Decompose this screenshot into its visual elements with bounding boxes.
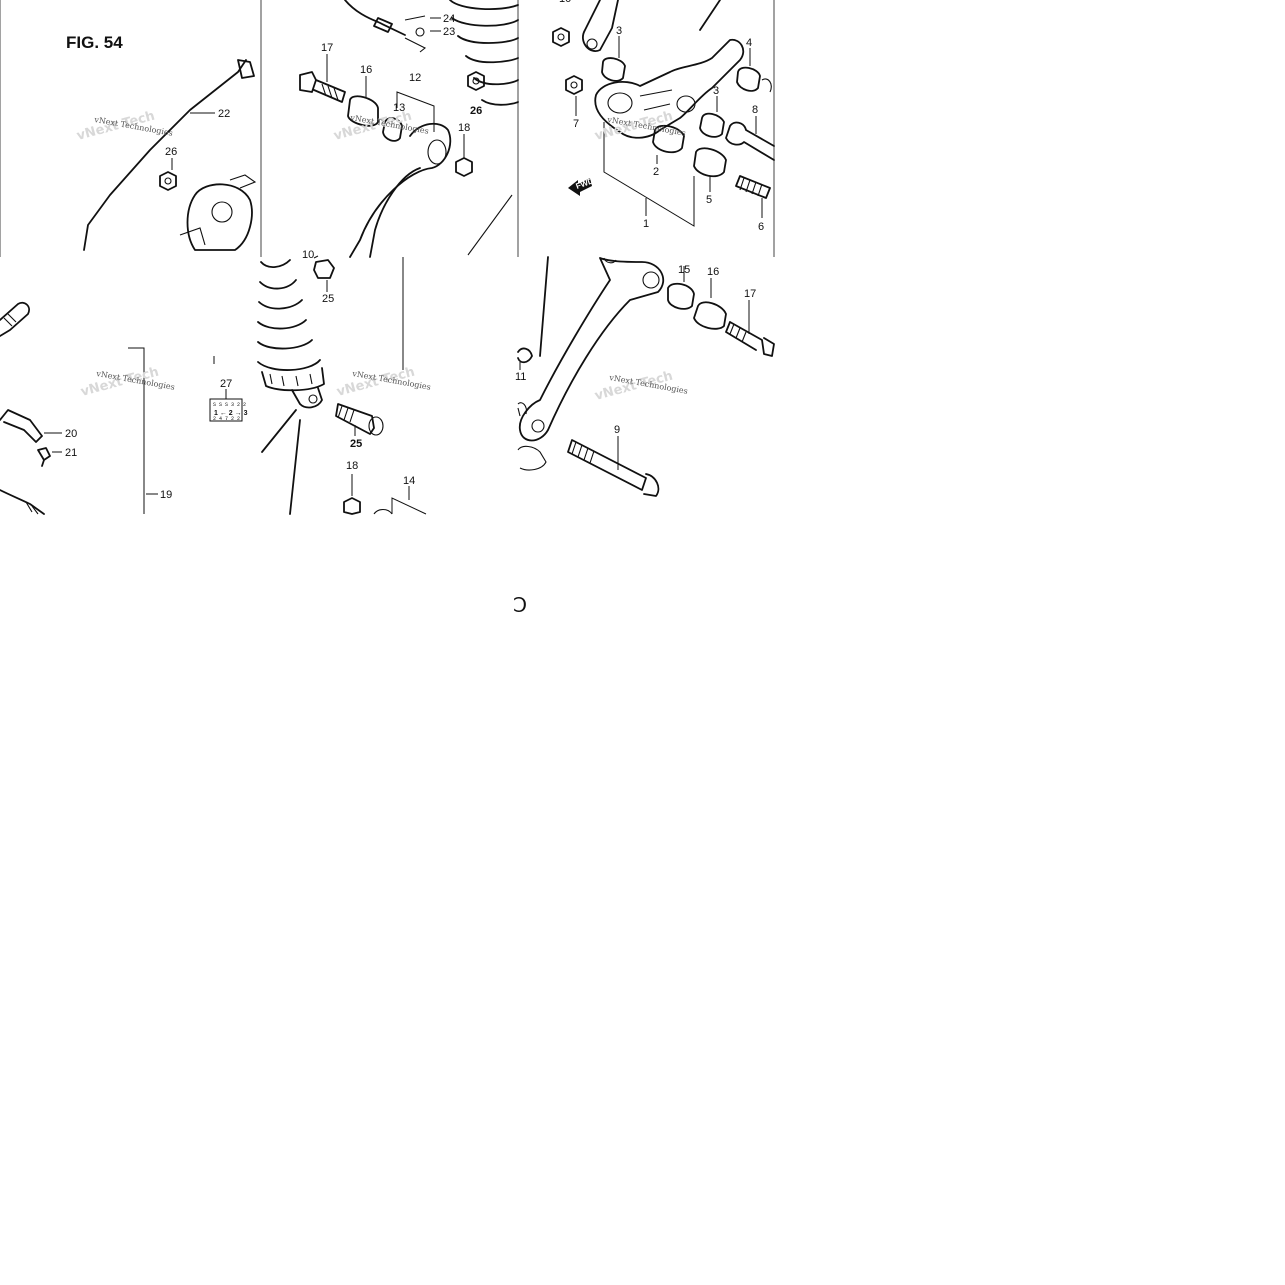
callout-10b: 10 — [302, 249, 314, 261]
callout-16b: 16 — [707, 266, 719, 278]
fwd-arrow: FWD — [568, 176, 595, 196]
callout-13: 13 — [393, 102, 405, 114]
callout-22: 22 — [218, 108, 230, 120]
callout-24: 24 — [443, 13, 455, 25]
rod — [404, 37, 427, 53]
rod-11 — [517, 256, 549, 364]
callout-11: 11 — [515, 371, 526, 383]
callout-25b: 25 — [350, 438, 362, 450]
tile-borders — [0, 0, 775, 257]
bolt-10 — [313, 259, 335, 279]
adjuster-knob — [211, 201, 233, 223]
shaft-8 — [725, 121, 775, 161]
bracket-foot — [179, 227, 206, 246]
callout-18b: 18 — [346, 460, 358, 472]
bearing-15 — [667, 282, 695, 310]
callout-1: 1 — [643, 218, 649, 230]
bolt-17b — [725, 321, 775, 357]
cable-top — [344, 0, 406, 36]
callout-6: 6 — [758, 221, 764, 233]
callout-23: 23 — [443, 26, 455, 38]
bracket-20 — [0, 409, 43, 443]
callout-9: 9 — [614, 424, 620, 436]
nut-26b — [467, 71, 485, 91]
callout-17b: 17 — [744, 288, 756, 300]
bearing-13 — [382, 117, 403, 142]
rod-12 — [349, 122, 452, 258]
callout-17: 17 — [321, 42, 333, 54]
decal-sequence: 1 ← 2 → 3 — [214, 410, 248, 417]
callout-14: 14 — [403, 475, 415, 487]
tile-top-middle: 24 23 17 16 13 12 26 18 vNext Tech vNext… — [299, 0, 519, 258]
nut-18 — [455, 157, 473, 177]
label-decal-27: S S S 3 2 2 1 ← 2 → 3 2 4 7 2 2 — [209, 398, 248, 422]
tile-bottom-left: 20 21 19 S S S 3 2 2 1 ← 2 → 3 2 4 7 2 2… — [0, 301, 248, 515]
bearing-4 — [736, 66, 761, 92]
bracket — [229, 174, 257, 189]
callout-27: 27 — [220, 378, 232, 390]
cushion-lever — [594, 38, 745, 139]
callout-15: 15 — [678, 264, 690, 276]
callout-3b: 3 — [713, 85, 719, 97]
shock-absorber — [257, 259, 325, 515]
tile-top-left: FIG. 54 22 26 vNext Tech vNext Technolog… — [66, 33, 257, 251]
svg-text:S S S 3 2 2: S S S 3 2 2 — [213, 402, 246, 408]
spacer-5 — [693, 147, 727, 178]
bearing-3a — [601, 57, 626, 82]
tile-top-right: 10 3 7 4 3 8 2 — [552, 0, 775, 233]
washer-left — [517, 445, 547, 471]
callout-7: 7 — [573, 118, 579, 130]
spacer-16 — [347, 95, 379, 127]
callout-26: 26 — [165, 146, 177, 158]
callout-18: 18 — [458, 122, 470, 134]
nut-7 — [565, 75, 583, 95]
callout-20: 20 — [65, 428, 77, 440]
callout-25a: 25 — [322, 293, 334, 305]
callout-3a: 3 — [616, 25, 622, 37]
lever-upper-edge — [699, 0, 721, 31]
shock-spring — [449, 0, 519, 256]
callout-2: 2 — [653, 166, 659, 178]
link-arm-upper — [582, 0, 619, 52]
callout-19: 19 — [160, 489, 172, 501]
callout-5: 5 — [706, 194, 712, 206]
cable-end — [237, 59, 255, 79]
callout-16: 16 — [360, 64, 372, 76]
tile-bottom-middle: 10 25 25 18 14 vNext Tech vNext Technolo… — [257, 249, 431, 515]
nut-26 — [159, 171, 177, 191]
cable-clip — [373, 17, 393, 33]
svg-text:2 4 7 2 2: 2 4 7 2 2 — [213, 416, 240, 422]
nut-18b — [343, 497, 361, 515]
callout-4: 4 — [746, 37, 752, 49]
spacer-16b — [693, 301, 727, 330]
tile-bottom-right: 11 15 16 17 9 vNext Tech vNext Technolog… — [515, 256, 775, 497]
bearing-2 — [652, 124, 685, 154]
callout-12: 12 — [409, 72, 421, 84]
washer-23 — [415, 27, 425, 37]
bolt-25 — [335, 403, 375, 435]
callout-26b: 26 — [470, 105, 482, 117]
callout-8: 8 — [752, 104, 758, 116]
nut-10 — [552, 27, 570, 47]
bolt-9 — [567, 439, 660, 497]
callout-21: 21 — [65, 447, 77, 459]
callout-10: 10 — [559, 0, 571, 5]
bolt-17 — [299, 71, 346, 103]
bolt-6 — [735, 175, 771, 199]
bearing-3b — [699, 112, 725, 138]
cotter-pin — [404, 15, 426, 21]
adjuster-body — [186, 183, 253, 251]
adjuster-rod — [0, 301, 30, 337]
screw-21 — [37, 447, 51, 467]
cable-lower — [0, 489, 45, 515]
stray-mark: Ↄ — [513, 595, 527, 617]
figure-title: FIG. 54 — [66, 33, 123, 52]
link-arm-lower — [518, 257, 664, 442]
cable — [83, 59, 247, 251]
